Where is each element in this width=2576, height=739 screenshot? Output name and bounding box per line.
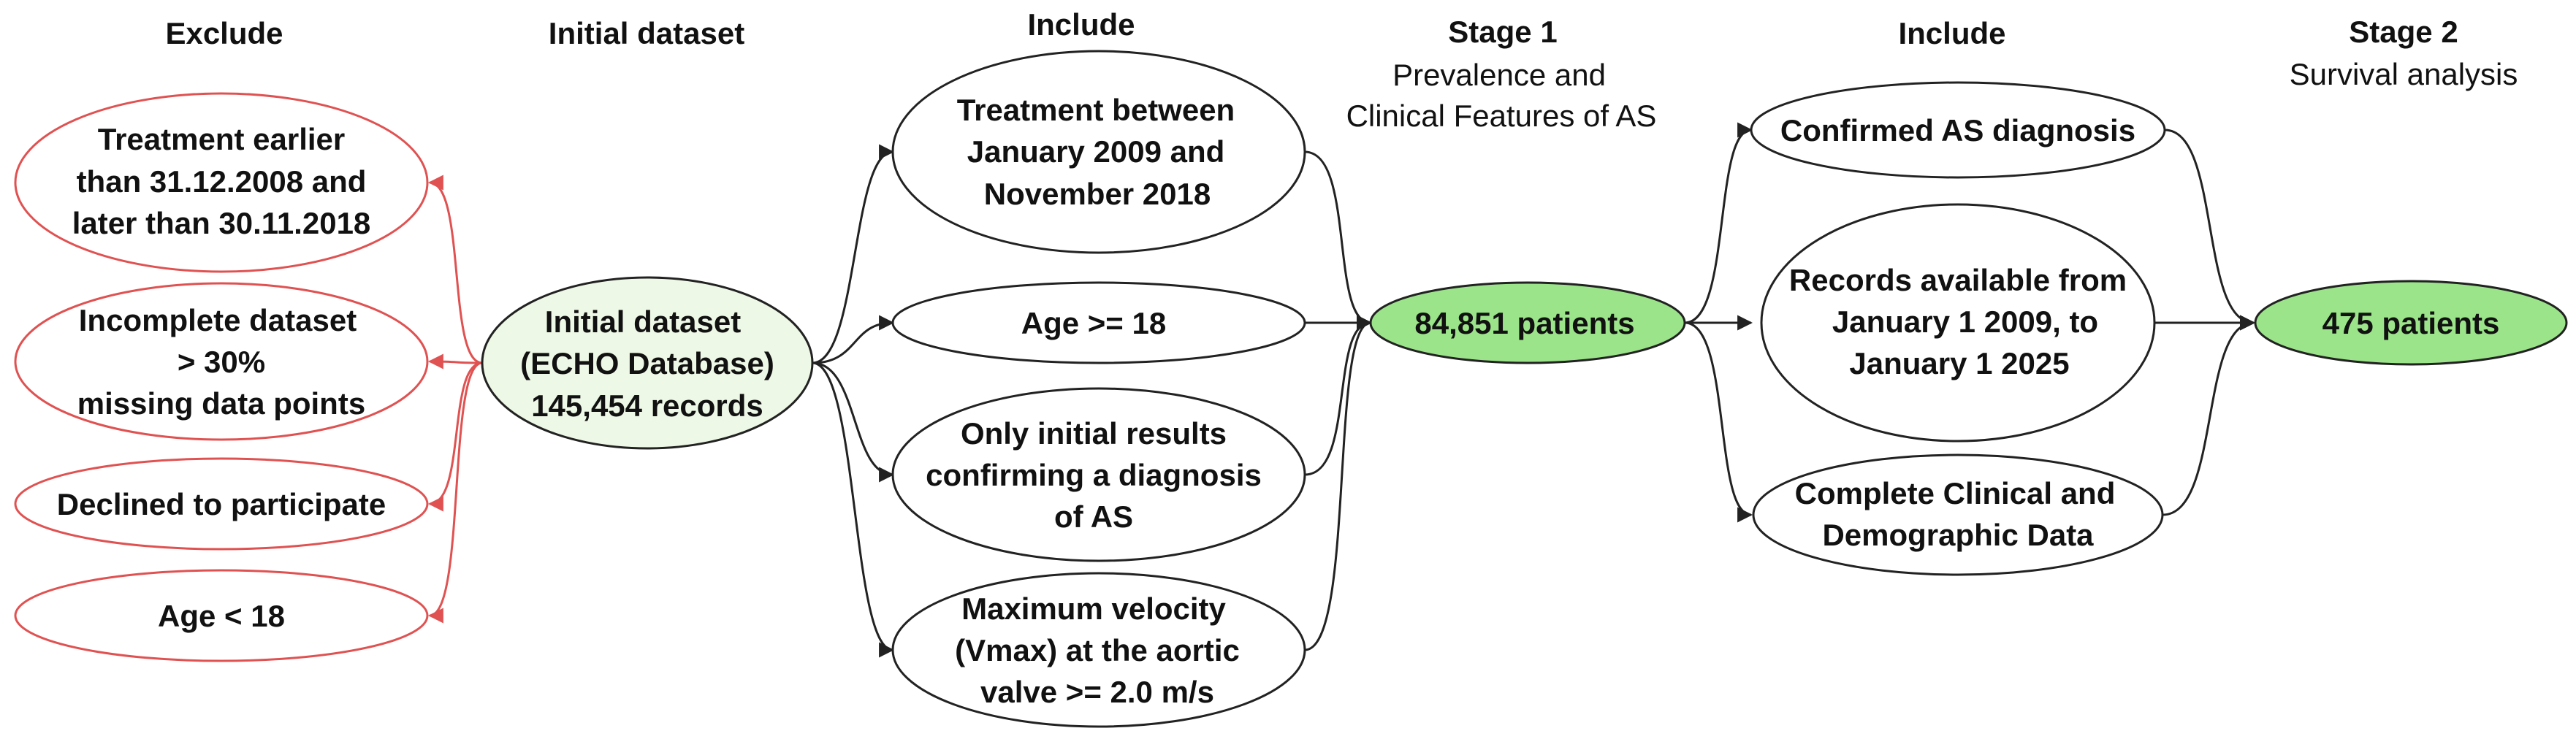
node-include-vmax-line-2: (Vmax) at the aortic bbox=[955, 633, 1240, 667]
exclude-connectors bbox=[427, 175, 483, 624]
edge-initial-to-ex-incomplete bbox=[427, 353, 483, 370]
svg-text:475 patients: 475 patients bbox=[2322, 306, 2500, 340]
node-exclude-declined: Declined to participate bbox=[14, 457, 429, 551]
node-include2-complete-line-1: Complete Clinical and bbox=[1795, 476, 2116, 510]
edge-initial-to-ex-age bbox=[427, 361, 483, 624]
node-include-age: Age >= 18 bbox=[891, 281, 1306, 364]
edge-initial-to-ex-declined bbox=[427, 361, 483, 512]
edge-stage1-to-in2-confirmed bbox=[1684, 122, 1753, 324]
node-stage-1-line-1: 84,851 patients bbox=[1414, 306, 1634, 340]
header-include-2: Include bbox=[1898, 16, 2005, 50]
edge-in-vmax-to-stage1 bbox=[1304, 315, 1373, 651]
node-exclude-incomplete-line-2: > 30% bbox=[178, 345, 265, 379]
node-include-vmax-line-1: Maximum velocity bbox=[961, 591, 1226, 626]
node-include-vmax: Maximum velocity (Vmax) at the aortic valv… bbox=[891, 572, 1306, 728]
svg-text:Incomplete dataset> 30%missing: Incomplete dataset > 30% missing data poin… bbox=[77, 303, 365, 421]
svg-text:Declined to participate: Declined to participate bbox=[57, 487, 386, 521]
edge-stage1-to-in2-complete bbox=[1684, 321, 1753, 523]
edge-initial-to-in-treatment bbox=[812, 144, 895, 364]
node-exclude-treatment-line-2: than 31.12.2008 and bbox=[77, 164, 367, 199]
node-stage-2-line-1: 475 patients bbox=[2322, 306, 2500, 340]
node-include-treatment-line-2: January 2009 and bbox=[967, 134, 1225, 169]
edge-in-initial-to-stage1 bbox=[1304, 315, 1373, 476]
header-stage-1-line-2: Clinical Features of AS bbox=[1346, 99, 1657, 133]
node-exclude-declined-line-1: Declined to participate bbox=[57, 487, 386, 521]
svg-text:Initial dataset(ECHO Database): Initial dataset (ECHO Database) 145,454 re… bbox=[520, 305, 774, 423]
node-include2-records-line-1: Records available from bbox=[1789, 263, 2127, 297]
node-include-initial-results-line-1: Only initial results bbox=[961, 416, 1227, 451]
header-stage-1: Stage 1 bbox=[1448, 15, 1557, 49]
node-exclude-age-line-1: Age < 18 bbox=[158, 599, 285, 633]
svg-text:Maximum velocity(Vmax) at the: Maximum velocity (Vmax) at the aortic valv… bbox=[955, 591, 1240, 709]
node-exclude-incomplete-line-1: Incomplete dataset bbox=[79, 303, 357, 337]
node-initial-dataset: Initial dataset (ECHO Database) 145,454 re… bbox=[481, 276, 814, 450]
edge-initial-to-in-initial bbox=[812, 361, 895, 483]
node-stage-2: 475 patients bbox=[2254, 280, 2568, 366]
node-exclude-age: Age < 18 bbox=[14, 569, 429, 662]
edge-initial-to-in-age bbox=[812, 315, 895, 364]
edge-initial-to-ex-treatment bbox=[427, 175, 483, 364]
node-initial-dataset-line-2: (ECHO Database) bbox=[520, 346, 774, 380]
node-include-initial-results-line-2: confirming a diagnosis bbox=[926, 458, 1262, 492]
node-include2-records-line-2: January 1 2009, to bbox=[1832, 305, 2098, 339]
header-exclude: Exclude bbox=[165, 16, 283, 50]
header-include-1: Include bbox=[1027, 7, 1135, 42]
header-stage-2-line-1: Survival analysis bbox=[2290, 57, 2518, 91]
header-stage-2: Stage 2 bbox=[2349, 15, 2458, 49]
node-include-initial-results: Only initial results confirming a diagnos… bbox=[891, 387, 1306, 562]
header-stage-1-line-1: Prevalence and bbox=[1392, 58, 1606, 92]
node-exclude-treatment: Treatment earlier than 31.12.2008 and late… bbox=[14, 92, 429, 273]
node-include2-records-line-3: January 1 2025 bbox=[1849, 346, 2069, 380]
node-exclude-incomplete-line-3: missing data points bbox=[77, 386, 365, 421]
node-include-age-line-1: Age >= 18 bbox=[1021, 306, 1166, 340]
node-include-initial-results-line-3: of AS bbox=[1054, 499, 1133, 534]
edge-in2-confirmed-to-stage2 bbox=[2164, 129, 2256, 331]
svg-text:84,851 patients: 84,851 patients bbox=[1414, 306, 1634, 340]
node-include-vmax-line-3: valve >= 2.0 m/s bbox=[980, 675, 1214, 709]
edge-in-treatment-to-stage1 bbox=[1304, 150, 1373, 331]
header-initial-dataset: Initial dataset bbox=[549, 16, 744, 50]
edge-in2-complete-to-stage2 bbox=[2162, 315, 2256, 516]
node-initial-dataset-line-1: Initial dataset bbox=[545, 305, 741, 339]
svg-text:Age >= 18: Age >= 18 bbox=[1021, 306, 1166, 340]
node-exclude-treatment-line-3: later than 30.11.2018 bbox=[72, 206, 371, 240]
node-include2-confirmed: Confirmed AS diagnosis bbox=[1750, 81, 2166, 179]
svg-text:Confirmed AS diagnosis: Confirmed AS diagnosis bbox=[1780, 113, 2135, 148]
node-exclude-incomplete: Incomplete dataset > 30% missing data poin… bbox=[14, 282, 429, 441]
svg-text:Age < 18: Age < 18 bbox=[158, 599, 285, 633]
node-include2-complete-line-2: Demographic Data bbox=[1822, 518, 2094, 552]
node-include-treatment-line-3: November 2018 bbox=[984, 177, 1211, 211]
node-exclude-treatment-line-1: Treatment earlier bbox=[98, 122, 346, 156]
node-include-treatment-line-1: Treatment between bbox=[957, 93, 1235, 127]
include-connectors bbox=[812, 122, 2256, 658]
node-initial-dataset-line-3: 145,454 records bbox=[531, 388, 763, 423]
node-include2-confirmed-line-1: Confirmed AS diagnosis bbox=[1780, 113, 2135, 148]
edge-initial-to-in-vmax bbox=[812, 361, 895, 658]
node-stage-1: 84,851 patients bbox=[1369, 281, 1686, 364]
